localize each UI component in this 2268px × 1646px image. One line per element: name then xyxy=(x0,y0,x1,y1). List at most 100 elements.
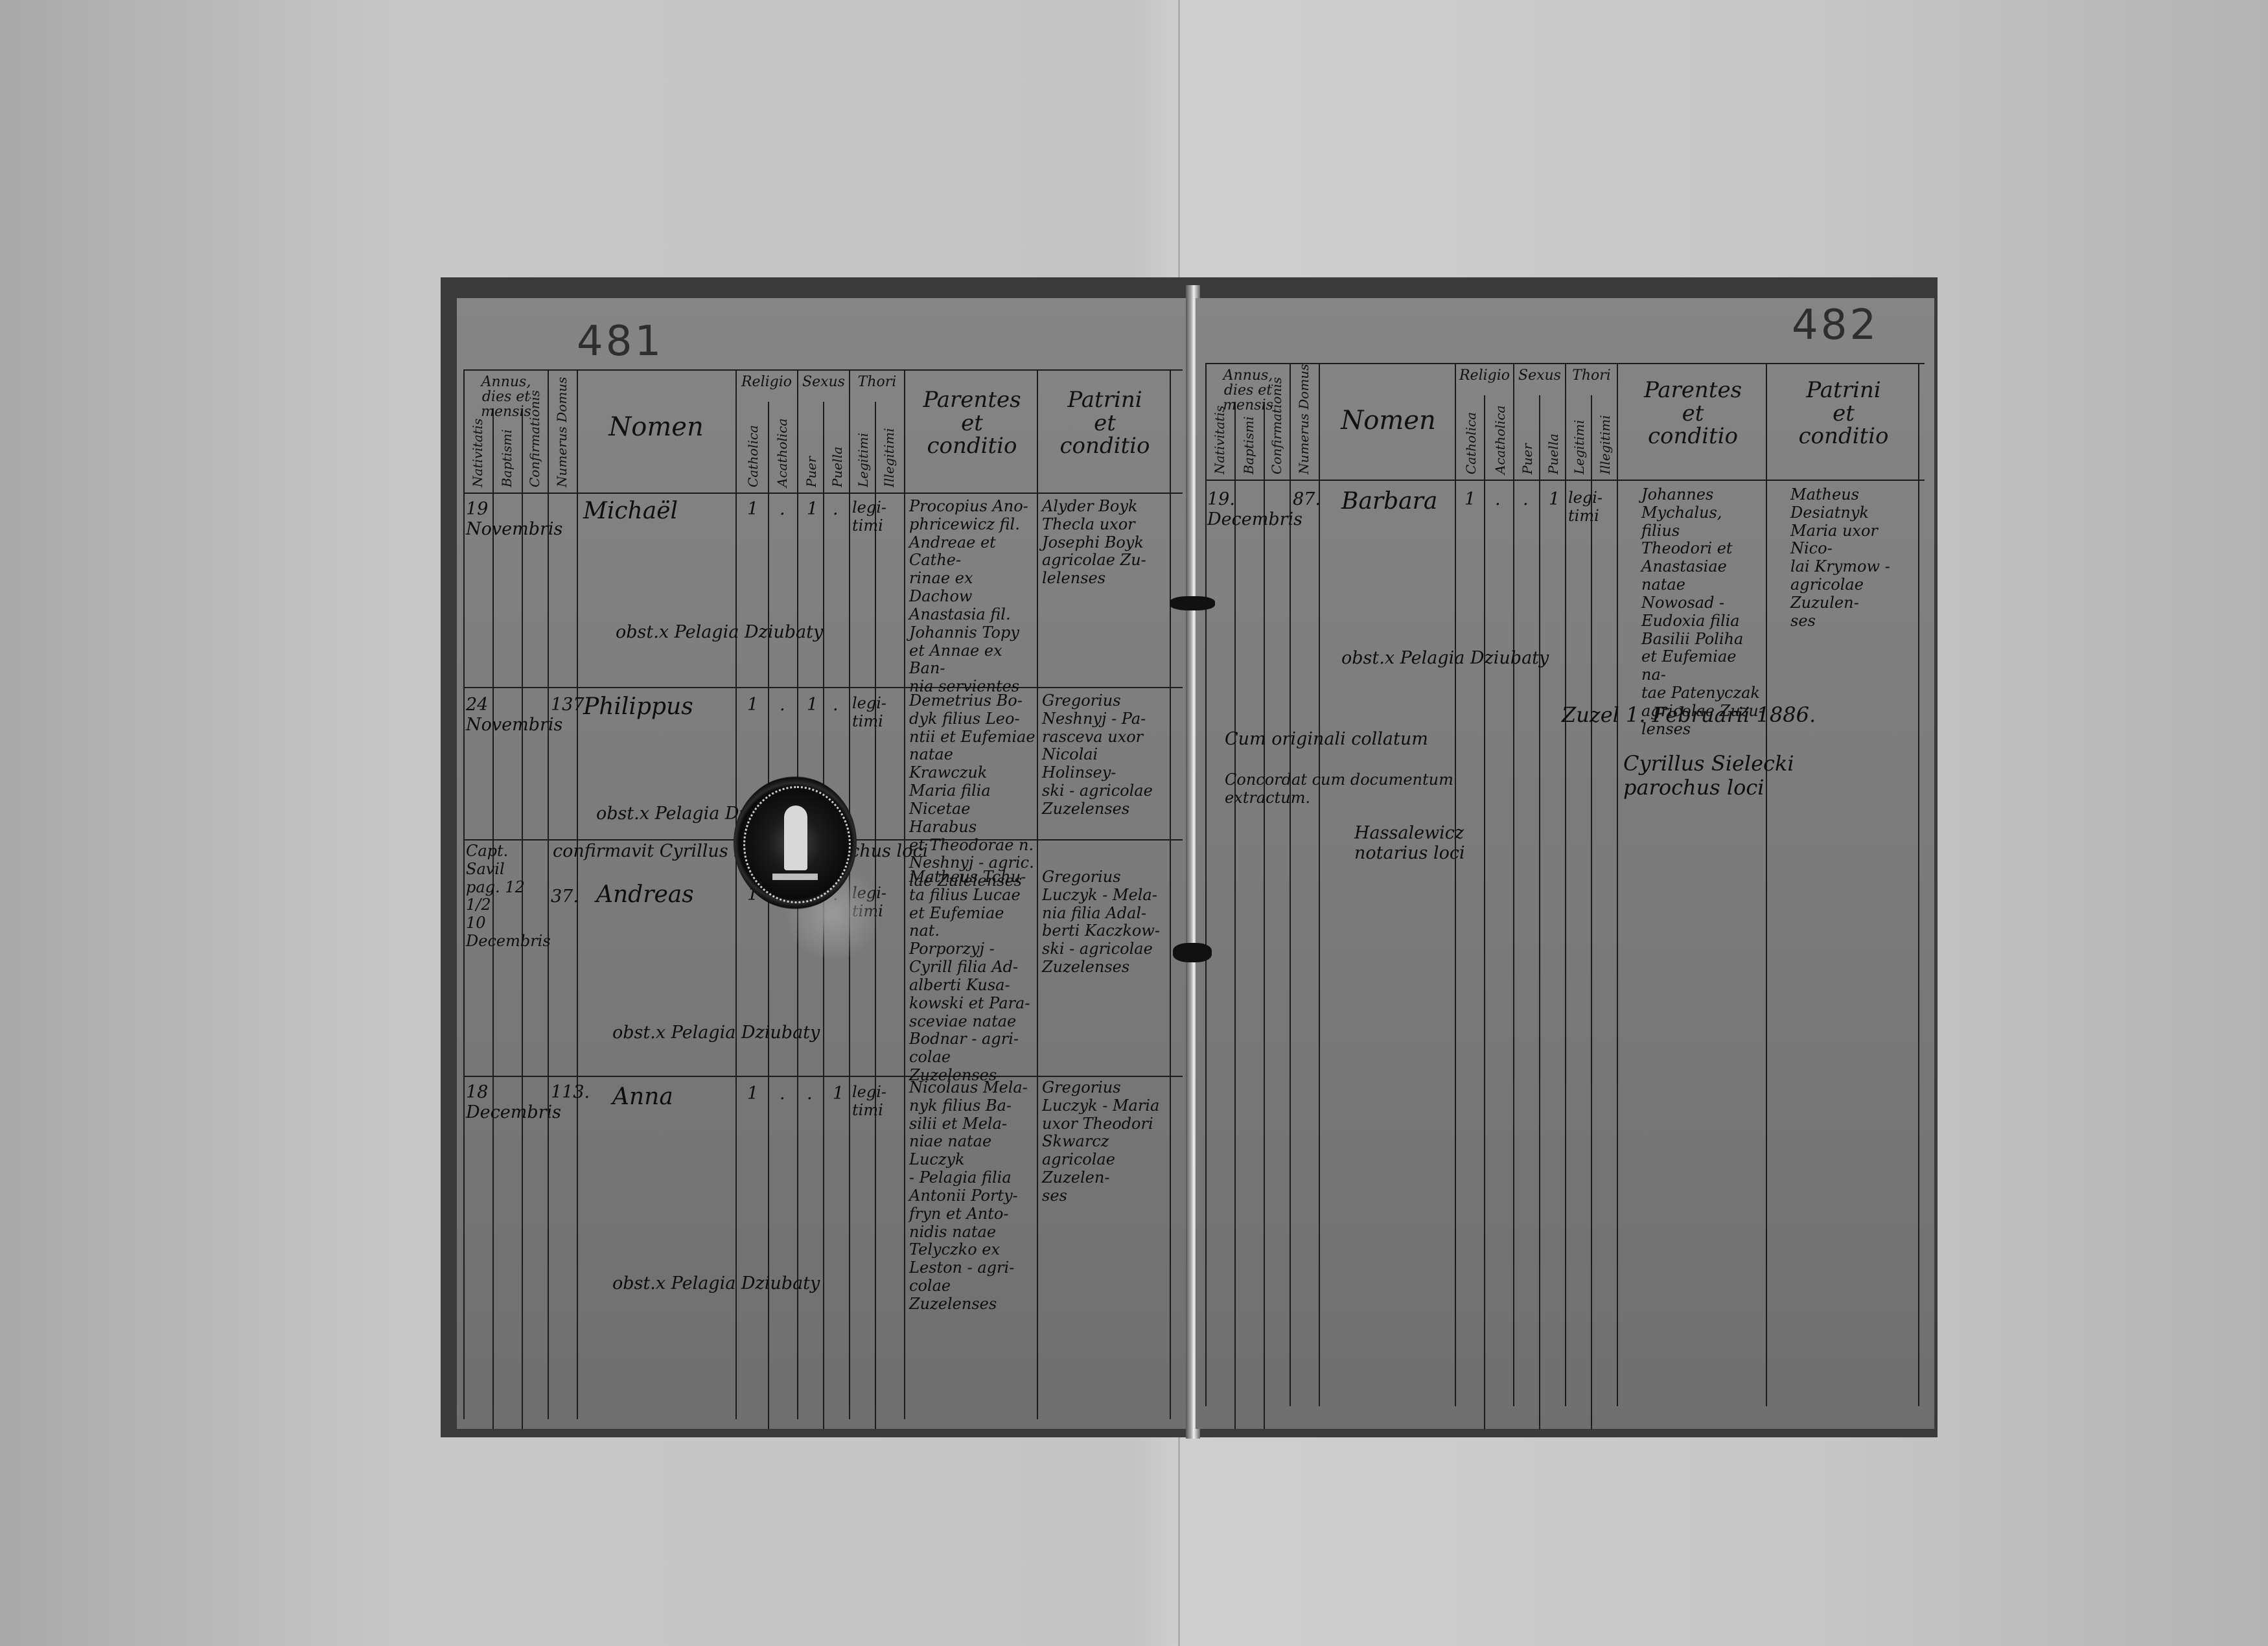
entry-puella: . xyxy=(833,695,839,715)
header-nomen: Nomen xyxy=(1341,406,1436,435)
header-patrini: Patrini et conditio xyxy=(1059,387,1150,459)
rule xyxy=(463,369,465,1419)
header-acatholica: Acatholica xyxy=(1492,405,1508,474)
header-numerus-domus: Numerus Domus xyxy=(554,377,570,487)
rule xyxy=(1037,369,1038,1419)
rule xyxy=(1319,363,1320,1406)
header-acatholica: Acatholica xyxy=(774,418,790,487)
rule xyxy=(548,369,549,1419)
header-illegitimi: Illegitimi xyxy=(1597,415,1613,474)
entry-thori: legi- timi xyxy=(852,1083,887,1119)
header-parentes: Parentes et conditio xyxy=(923,387,1021,459)
seal-figure-icon xyxy=(784,806,807,870)
rule xyxy=(1918,363,1919,1406)
rule xyxy=(1617,363,1618,1406)
header-nomen: Nomen xyxy=(608,412,704,442)
entry-patrini: Gregorius Luczyk - Maria uxor Theodori S… xyxy=(1042,1078,1160,1205)
header-annus: Annus, dies et mensis xyxy=(481,374,531,421)
rule xyxy=(1539,395,1540,1429)
rule xyxy=(1513,363,1514,1406)
entry-acatholica: . xyxy=(1495,489,1501,509)
entry-religio: 1 xyxy=(1464,489,1476,509)
header-religio: Religio xyxy=(741,374,793,390)
rule xyxy=(1290,363,1291,1406)
entry-nomen: Philippus xyxy=(583,693,693,720)
entry-acatholica: . xyxy=(780,695,785,715)
parish-seal xyxy=(734,776,857,909)
rule xyxy=(1234,402,1236,1429)
rule xyxy=(904,369,905,1419)
right-page-number: 482 xyxy=(1792,301,1879,349)
header-parentes: Parentes et conditio xyxy=(1643,377,1742,450)
entry-domus: 137 xyxy=(551,695,584,715)
rule xyxy=(492,408,494,1429)
rule xyxy=(1766,363,1767,1406)
entry-obstetrix: obst.x Pelagia Dziubaty xyxy=(1341,648,1549,668)
entry-obstetrix: obst.x Pelagia Dziubaty xyxy=(616,622,824,642)
header-catholica: Catholica xyxy=(1463,412,1479,474)
header-catholica: Catholica xyxy=(745,424,761,487)
entry-parentes: Demetrius Bo- dyk filius Leo- ntii et Eu… xyxy=(909,691,1036,890)
rule xyxy=(1170,369,1171,1419)
header-religio: Religio xyxy=(1459,367,1510,384)
header-sexus: Sexus xyxy=(802,374,845,390)
entry-parentes: Nicolaus Mela- nyk filius Ba- silii et M… xyxy=(909,1078,1028,1313)
rule xyxy=(735,369,737,1419)
header-confirmationis: Confirmationis xyxy=(527,389,542,487)
header-legitimi: Legitimi xyxy=(1571,419,1587,474)
rule xyxy=(1205,363,1207,1406)
rule xyxy=(463,369,1183,371)
entry-nomen: Michaël xyxy=(583,498,678,524)
entry-puer: 1 xyxy=(807,499,818,519)
header-thori: Thori xyxy=(1572,367,1611,384)
rule xyxy=(1264,402,1265,1429)
header-annus: Annus, dies et mensis xyxy=(1223,367,1273,414)
header-nativitatis: Nativitatis xyxy=(470,418,485,487)
entry-patrini: Gregorius Neshnyj - Pa- rasceva uxor Nic… xyxy=(1042,691,1153,818)
left-page: 481 Annus, dies et mensis Nativitatis Ba… xyxy=(457,298,1189,1429)
rule xyxy=(1455,363,1456,1406)
header-patrini: Patrini et conditio xyxy=(1798,377,1889,450)
header-numerus-domus: Numerus Domus xyxy=(1296,364,1312,474)
entry-acatholica: . xyxy=(780,1084,785,1104)
seal-base xyxy=(772,874,818,880)
entry-confirmation: confirmavit Cyrillus Sielecki parochus l… xyxy=(553,841,929,861)
header-confirmationis: Confirmationis xyxy=(1269,377,1284,474)
header-puer: Puer xyxy=(1520,443,1535,474)
rule xyxy=(1565,363,1566,1406)
entry-date: Capt. Savil pag. 12 1/2 10 Decembris xyxy=(466,842,551,951)
entry-domus: 87. xyxy=(1293,489,1321,509)
priest-signature: Cyrillus Sielecki parochus loci xyxy=(1623,751,1794,800)
entry-religio: 1 xyxy=(747,695,759,715)
collation-note: Cum originali collatum xyxy=(1225,729,1428,749)
entry-puella: . xyxy=(833,499,839,519)
entry-thori: legi- timi xyxy=(1568,489,1603,525)
entry-patrini: Alyder Boyk Thecla uxor Josephi Boyk agr… xyxy=(1042,497,1146,588)
concordance-note: Concordat cum documentum extractum. xyxy=(1225,771,1453,807)
header-nativitatis: Nativitatis xyxy=(1212,405,1227,474)
notary-signature: Hassalewicz notarius loci xyxy=(1354,823,1465,864)
entry-nomen: Barbara xyxy=(1341,488,1438,515)
entry-patrini: Gregorius Luczyk - Mela- nia filia Adal-… xyxy=(1042,868,1160,977)
header-sexus: Sexus xyxy=(1518,367,1561,384)
entry-parentes: Matheus Tchu- ta filius Lucae et Eufemia… xyxy=(909,868,1030,1085)
rule xyxy=(522,408,523,1429)
header-puer: Puer xyxy=(804,456,819,487)
rule xyxy=(1591,395,1592,1429)
header-legitimi: Legitimi xyxy=(855,432,871,487)
entry-domus: 113. xyxy=(551,1082,590,1102)
entry-religio: 1 xyxy=(747,1084,759,1104)
right-page: 482 Annus, dies et mensis Nativitatis Ba… xyxy=(1196,298,1934,1429)
entry-puer: . xyxy=(1523,489,1529,509)
left-page-number: 481 xyxy=(577,318,664,365)
header-illegitimi: Illegitimi xyxy=(881,428,897,487)
entry-acatholica: . xyxy=(780,499,785,519)
place-date: Zuzel 1. Februarii 1886. xyxy=(1562,702,1816,727)
entry-puella: 1 xyxy=(833,1084,844,1104)
right-grid xyxy=(1196,298,1934,1429)
entry-domus: 37. xyxy=(551,887,579,907)
entry-date: 19. Decembris xyxy=(1207,489,1303,530)
entry-puella: 1 xyxy=(1549,489,1560,509)
entry-thori: legi- timi xyxy=(852,498,887,535)
seal-ring xyxy=(743,786,851,903)
